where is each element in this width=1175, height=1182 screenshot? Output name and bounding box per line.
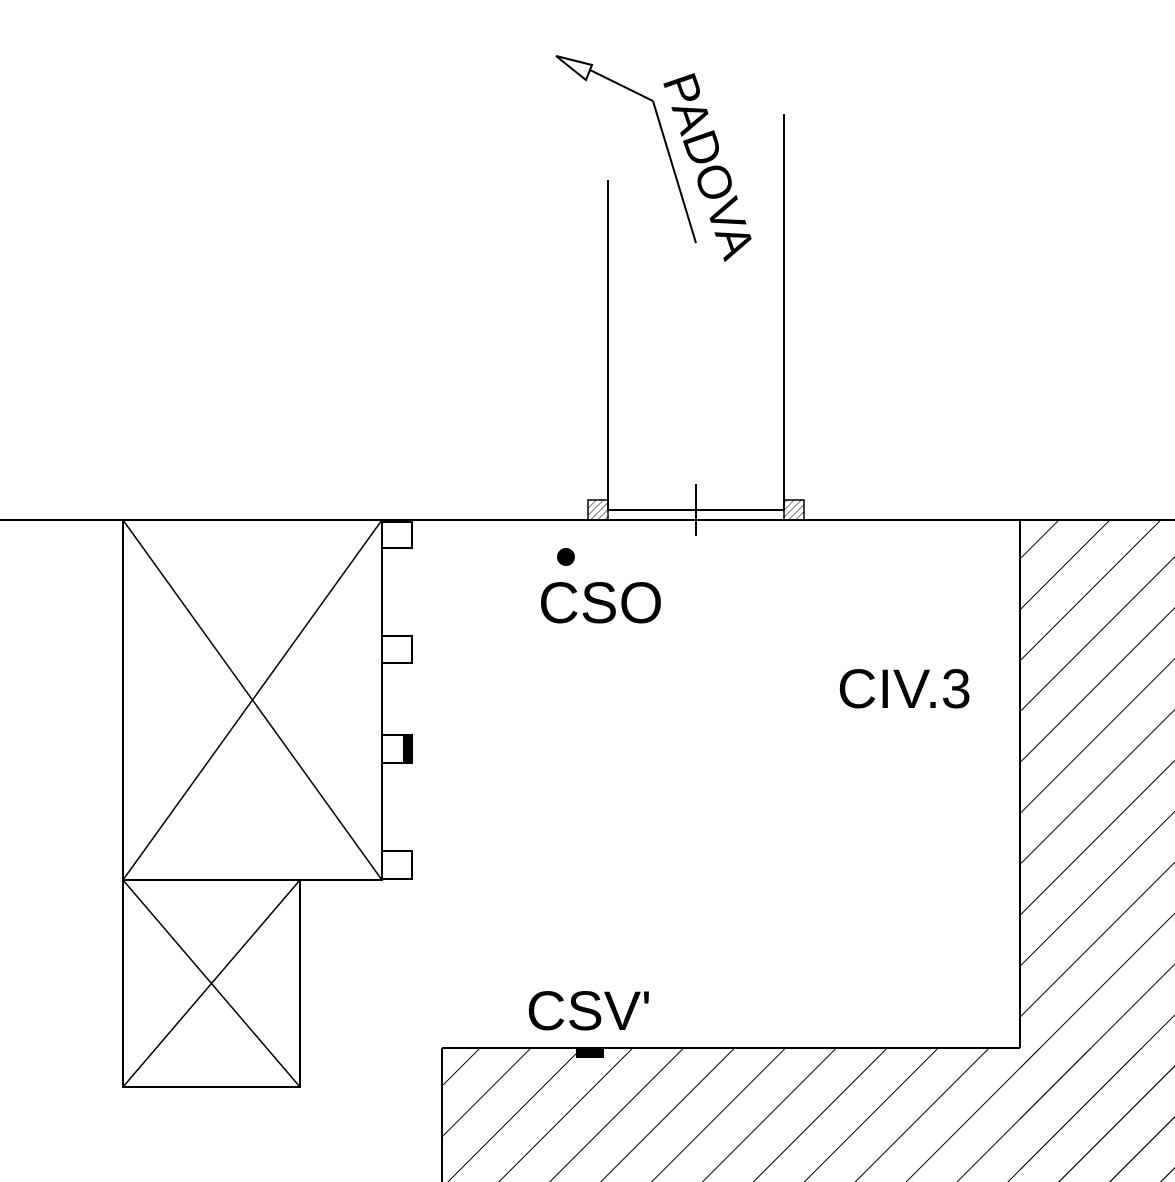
cso-marker-dot [557, 548, 575, 566]
csv-label: CSV' [526, 979, 652, 1042]
direction-arrow [555, 55, 697, 244]
meter-box-highlighted [381, 734, 413, 764]
building-block-large [122, 519, 383, 881]
entrance-gate [587, 484, 805, 536]
civic-number-label: CIV.3 [837, 657, 972, 720]
meter-box [381, 635, 413, 664]
direction-label: PADOVA [652, 66, 765, 266]
meter-box [381, 521, 413, 549]
hatched-wall-bottom [441, 1047, 1175, 1182]
cso-label: CSO [538, 571, 664, 636]
building-block-small [122, 879, 301, 1088]
meter-box [381, 850, 413, 880]
csv-marker [576, 1048, 604, 1058]
